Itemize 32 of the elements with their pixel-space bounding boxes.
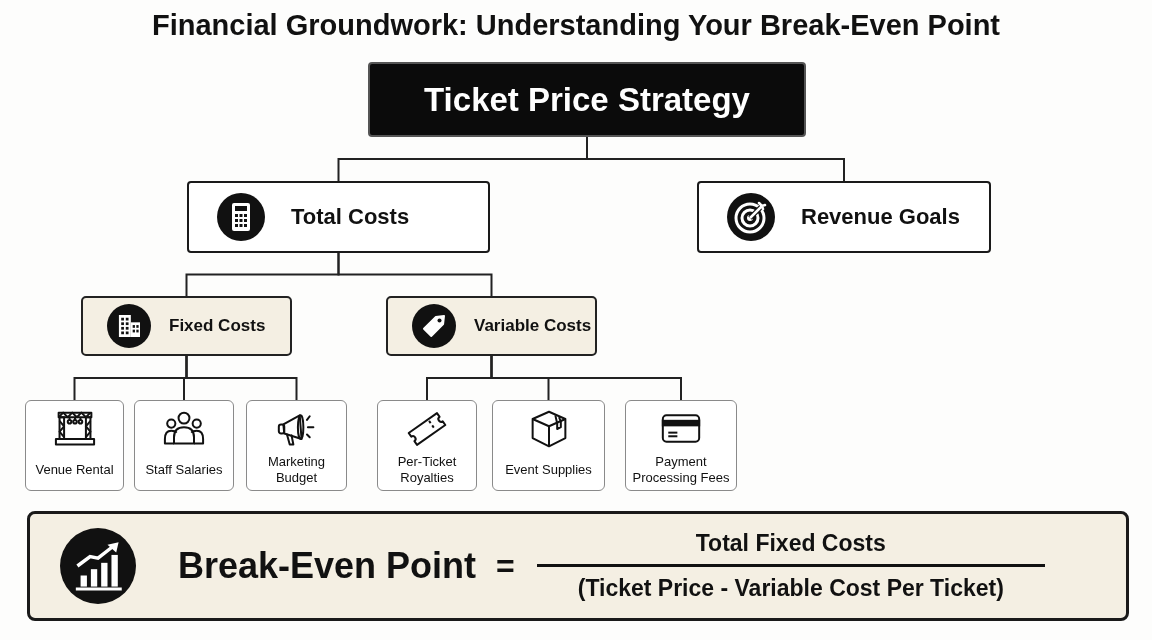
item-card <box>134 400 234 491</box>
node-label: Marketing Budget <box>266 453 327 486</box>
node-label: Staff Salaries <box>145 461 223 478</box>
item-card <box>492 400 605 491</box>
category-box <box>187 181 490 253</box>
item-card <box>625 400 737 491</box>
node-label: Fixed Costs <box>169 316 266 336</box>
diagram-title: Financial Groundwork: Understanding Your Break-Even Point <box>151 9 1001 41</box>
subcategory-box <box>386 296 597 356</box>
node-label: Event Supplies <box>505 461 592 478</box>
formula-panel <box>27 511 1129 621</box>
node-label: Revenue Goals <box>801 204 960 230</box>
category-box <box>697 181 991 253</box>
connector-line <box>490 355 682 401</box>
formula-denominator: (Ticket Price - Variable Cost Per Ticket) <box>577 575 1004 602</box>
node-label: Variable Costs <box>474 316 592 336</box>
formula-numerator: Total Fixed Costs <box>695 530 886 557</box>
subcategory-box <box>81 296 292 356</box>
item-card <box>377 400 477 491</box>
connector-line <box>337 252 493 297</box>
node-label: Payment Processing Fees <box>631 453 731 486</box>
connector-line <box>586 136 845 182</box>
node-label: Per-Ticket Royalties <box>396 453 458 486</box>
node-label: Ticket Price Strategy <box>424 80 750 119</box>
formula-term: Break-Even Point <box>178 545 477 587</box>
equals-sign: = <box>496 547 515 585</box>
item-card <box>246 400 347 491</box>
root-box <box>368 62 806 137</box>
item-card <box>25 400 124 491</box>
connector-line <box>185 355 298 401</box>
node-label: Total Costs <box>291 204 410 230</box>
node-label: Venue Rental <box>35 461 114 478</box>
